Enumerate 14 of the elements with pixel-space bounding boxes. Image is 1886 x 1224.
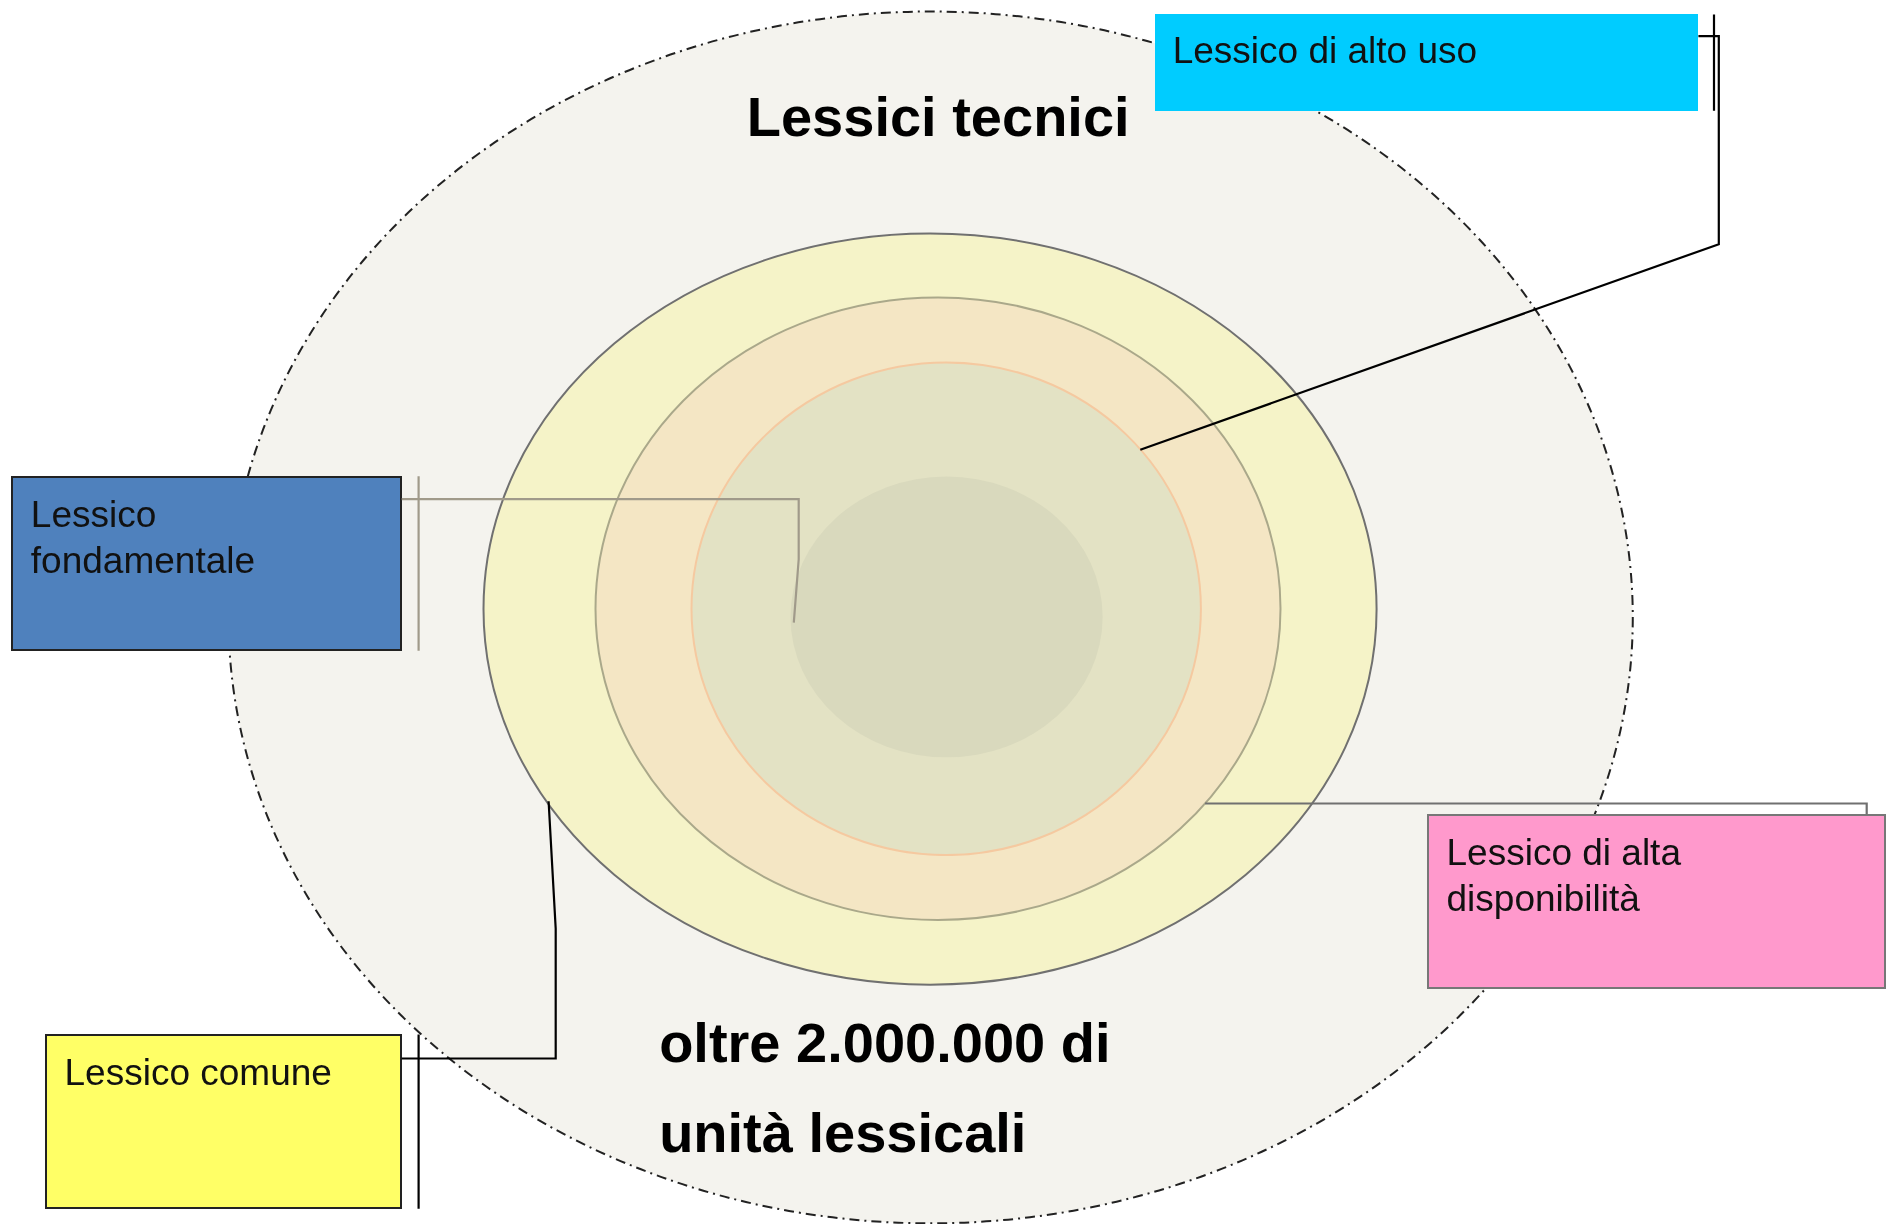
callout-text: Lessico di alto uso [1172,29,1479,74]
leader-line [400,800,557,1210]
callout-box [10,476,402,651]
callout-box [44,1034,402,1209]
callout-text: Lessico fondamentale [30,493,257,584]
leader-line [1139,13,1720,451]
heading-text: Lessici tecnici [745,84,1131,151]
note-text: oltre 2.000.000 di unità lessicali [659,1010,1112,1167]
callout-text: Lessico comune [64,1051,333,1096]
leader-line [400,475,800,652]
callout-text: Lessico di alta disponibilità [1446,831,1682,922]
callout-box [1426,814,1886,989]
callout-box [1154,14,1699,111]
leader-line [1205,802,1868,815]
